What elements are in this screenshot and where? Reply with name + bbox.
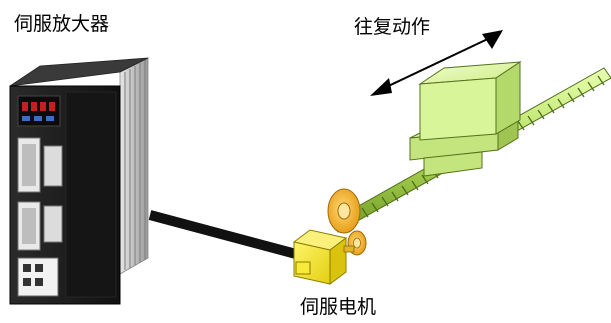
carriage-nut	[423, 151, 483, 177]
carriage-box-front	[419, 77, 497, 141]
connector-block-upper	[17, 137, 63, 193]
display-digits	[22, 102, 55, 111]
amplifier-front-panel	[65, 91, 117, 298]
carriage	[409, 61, 522, 177]
connector-block-middle	[17, 201, 63, 251]
motor-cable	[148, 210, 298, 259]
servo-amplifier	[9, 57, 149, 305]
amplifier-top	[9, 57, 149, 87]
motor-shaft	[343, 245, 355, 253]
large-pulley-hub	[337, 202, 351, 220]
servo-amplifier-label: 伺服放大器	[14, 13, 110, 35]
motor-connector	[295, 261, 311, 275]
small-gear-hub	[353, 237, 361, 249]
amplifier-heatsink	[119, 57, 149, 275]
drive-gears	[327, 188, 367, 256]
arrow-head-right	[482, 30, 503, 49]
terminal-block	[17, 257, 59, 297]
heatsink-fins	[124, 60, 146, 270]
reciprocating-arrow	[370, 30, 503, 96]
arrow-head-left	[370, 78, 392, 96]
carriage-box-side	[495, 61, 521, 135]
servo-motor-label: 伺服电机	[300, 296, 377, 318]
panel-buttons	[22, 116, 54, 121]
servo-motor	[292, 229, 355, 285]
reciprocating-motion-label: 往复动作	[354, 16, 431, 38]
